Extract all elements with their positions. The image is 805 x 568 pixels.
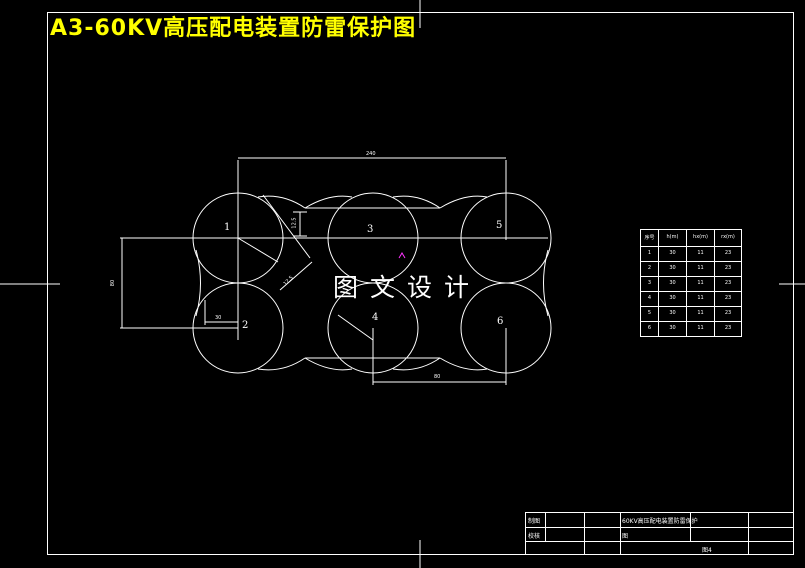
circle-label-5: 5 (496, 220, 503, 231)
circle-label-6: 6 (497, 316, 504, 327)
circle-label-2: 2 (242, 320, 249, 331)
title-block-grid (525, 512, 794, 555)
table-cell: 30 (669, 265, 676, 271)
tangent-top-1 (257, 195, 306, 209)
table-cell: 23 (724, 310, 732, 316)
circle-label-4: 4 (372, 312, 379, 323)
table-cell: 11 (697, 295, 704, 301)
watermark-text: 图文设计 (333, 273, 482, 302)
table-cell: 11 (697, 265, 704, 271)
table-header-hx: hx(m) (693, 234, 708, 240)
tangent-top-2 (304, 195, 353, 209)
table-cell: 30 (669, 295, 676, 301)
title-block-drawn-by-label: 制图 (528, 518, 541, 525)
protection-layout (120, 157, 552, 385)
insertion-marker-icon (398, 252, 406, 259)
title-block-drawing-number: 图4 (702, 547, 712, 554)
table-header-h: h(m) (666, 234, 679, 240)
title-block-drawing-name: 60KV高压配电装置防雷保护 (622, 518, 698, 525)
data-table-grid (640, 229, 742, 337)
table-cell: 6 (647, 325, 652, 331)
dim-text-bottom: 80 (434, 374, 441, 380)
dim-text-top: 240 (366, 151, 376, 157)
tangent-top-3 (392, 195, 441, 209)
drawing-title: A3-60KV高压配电装置防雷保护图 (50, 16, 417, 41)
dim-text-small: 30 (215, 315, 222, 321)
table-cell: 11 (697, 325, 704, 331)
table-cell: 11 (697, 310, 704, 316)
table-cell: 23 (724, 295, 732, 301)
side-curve-left (195, 249, 201, 317)
table-cell: 11 (697, 280, 704, 286)
radius-line-4 (337, 314, 374, 341)
table-cell: 23 (724, 325, 732, 331)
tangent-bottom-3 (392, 357, 441, 371)
dim-text-left: 80 (110, 279, 117, 287)
table-cell: 23 (724, 250, 732, 256)
radius-line-1 (237, 237, 279, 263)
dim-text-short-vertical: 12.5 (291, 217, 298, 229)
table-cell: 30 (669, 250, 676, 256)
table-cell: 23 (724, 265, 732, 271)
table-cell: 23 (724, 280, 732, 286)
table-cell: 2 (647, 265, 652, 271)
circle-label-3: 3 (367, 224, 374, 235)
table-cell: 30 (669, 310, 676, 316)
table-header-index: 序号 (644, 235, 655, 241)
table-cell: 5 (647, 310, 652, 316)
table-cell: 30 (669, 280, 676, 286)
table-cell: 30 (669, 325, 676, 331)
title-block-checked-by-label: 校核 (528, 533, 541, 540)
table-cell: 1 (647, 250, 652, 256)
table-cell: 3 (647, 280, 652, 286)
side-curve-right (543, 249, 549, 317)
circle-label-1: 1 (224, 222, 231, 233)
tangent-bottom-2 (304, 357, 353, 371)
diagonal-dim-line (279, 261, 313, 291)
title-block-drawing-name-2: 图 (622, 533, 629, 540)
tangent-bottom-1 (257, 357, 306, 371)
table-header-rx: rx(m) (721, 234, 735, 240)
tangent-top-4 (439, 195, 488, 209)
table-cell: 11 (697, 250, 704, 256)
tangent-bottom-4 (439, 357, 488, 371)
table-cell: 4 (647, 295, 652, 301)
radius-line-2 (262, 194, 311, 259)
